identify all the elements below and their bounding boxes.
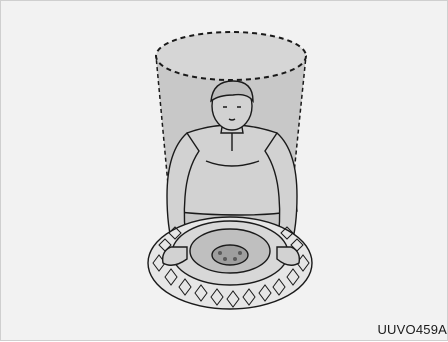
wheel-hub xyxy=(212,245,248,265)
figure-code: UUVO459A xyxy=(377,322,447,337)
cone-top-ellipse xyxy=(156,32,306,80)
